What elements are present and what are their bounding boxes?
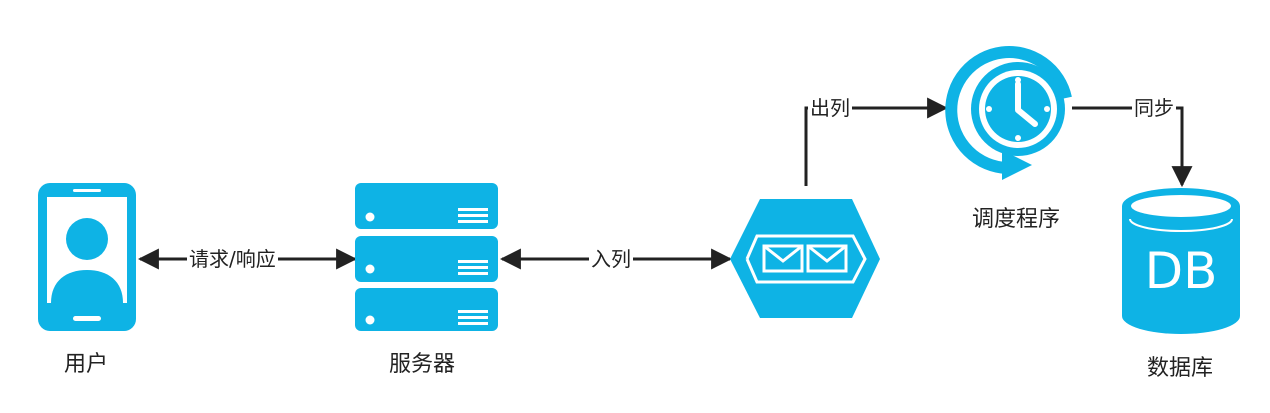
node-label-scheduler: 调度程序 [972, 207, 1061, 232]
message-queue-icon [730, 199, 880, 318]
edge-queue-scheduler-line [804, 97, 949, 186]
node-label-server: 服务器 [389, 352, 456, 377]
phone-user-icon [38, 183, 136, 331]
node-label-database: 数据库 [1147, 356, 1214, 381]
edge-scheduler-database-line [1072, 106, 1193, 188]
database-icon: DB [1122, 188, 1240, 334]
edge-label-dequeue: 出列 [808, 96, 852, 120]
server-stack-icon [355, 183, 498, 331]
edge-label-enqueue: 入列 [589, 247, 633, 271]
edge-label-request-response: 请求/响应 [187, 247, 278, 271]
database-icon-text: DB [1145, 242, 1218, 300]
edge-label-sync: 同步 [1132, 96, 1176, 120]
clock-refresh-icon [945, 46, 1072, 180]
node-label-user: 用户 [64, 352, 109, 377]
